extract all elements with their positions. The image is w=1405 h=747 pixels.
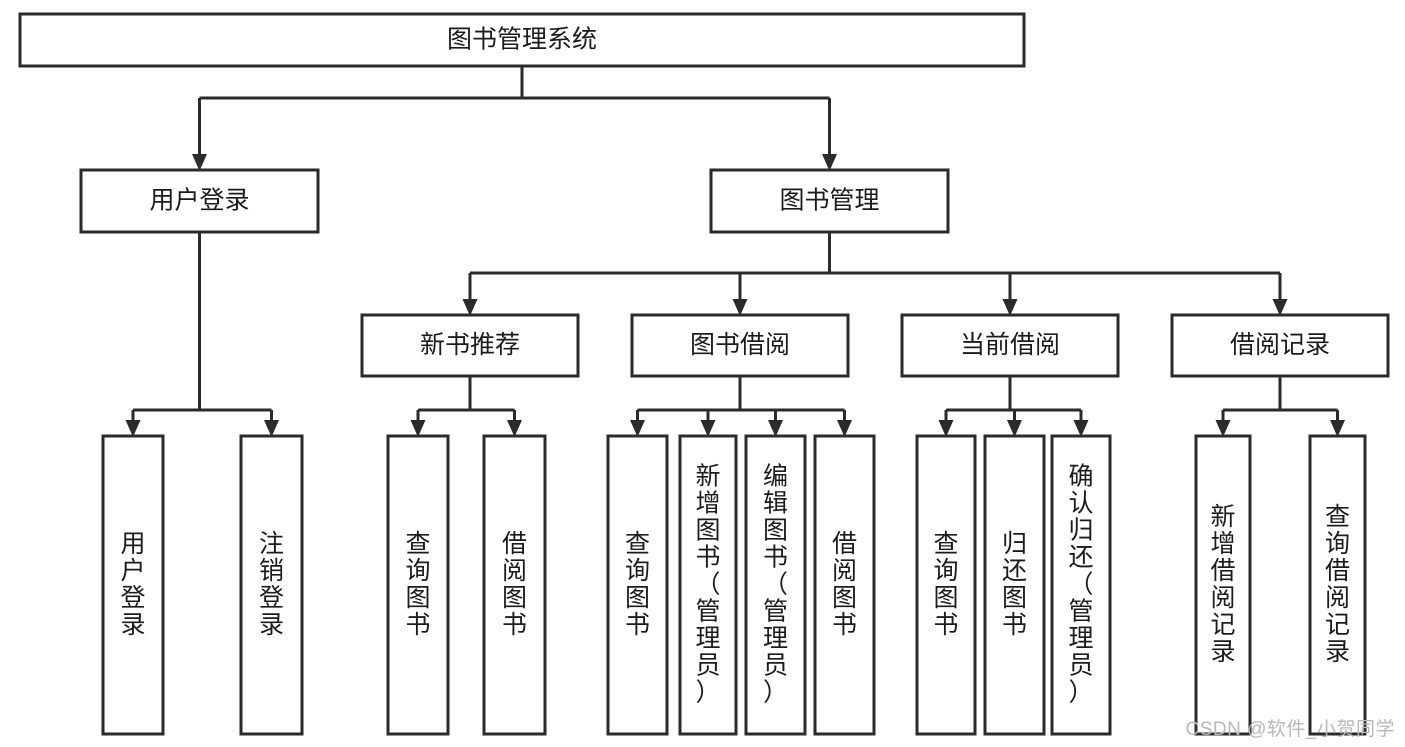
arrow-head-icon [1272,299,1288,316]
node-borrow-record-box[interactable] [1170,313,1390,378]
arrow-head-icon [732,299,748,316]
node-leaf-return-book[interactable]: 归还图书 [983,434,1046,736]
node-leaf-query-book-1-box[interactable] [386,434,450,736]
node-root[interactable]: 图书管理系统 [18,12,1026,68]
node-leaf-query-book-2[interactable]: 查询图书 [606,434,669,736]
node-leaf-add-book-label: 新增图书（管理员） [695,463,720,707]
arrow-head-icon [264,420,279,437]
arrow-head-icon [1002,299,1018,316]
node-book-manage-box[interactable] [709,168,950,234]
arrow-head-icon [1073,420,1089,437]
arrow-head-icon [768,420,783,437]
node-user-login[interactable]: 用户登录 [79,168,320,234]
node-leaf-edit-book-label: 编辑图书（管理员） [763,463,788,707]
node-leaf-query-record-box[interactable] [1308,434,1367,736]
node-leaf-user-login[interactable]: 用户登录 [101,434,165,736]
node-leaf-query-record[interactable]: 查询借阅记录 [1308,434,1367,736]
arrow-head-icon [630,420,645,437]
node-borrow-record[interactable]: 借阅记录 [1170,313,1390,378]
arrow-head-icon [192,154,207,171]
arrow-head-icon [1330,420,1345,437]
node-leaf-query-book-2-box[interactable] [606,434,669,736]
arrow-head-icon [938,420,954,437]
node-book-manage-label: 图书管理 [779,187,879,215]
node-leaf-query-book-1[interactable]: 查询图书 [386,434,450,736]
arrow-head-icon [410,420,426,437]
node-leaf-add-record-label: 新增借阅记录 [1210,503,1235,666]
node-leaf-add-record-box[interactable] [1194,434,1252,736]
arrow-head-icon [1007,420,1022,437]
arrow-head-icon [700,420,716,437]
node-current-borrow-label: 当前借阅 [960,331,1060,359]
node-leaf-borrow-book-1[interactable]: 借阅图书 [482,434,547,736]
node-layer: 图书管理系统用户登录图书管理新书推荐图书借阅当前借阅借阅记录用户登录注销登录查询… [18,12,1390,736]
node-leaf-add-record[interactable]: 新增借阅记录 [1194,434,1252,736]
node-new-book-rec[interactable]: 新书推荐 [360,313,580,378]
node-leaf-borrow-book-1-label: 借阅图书 [502,530,527,639]
node-leaf-logout-login[interactable]: 注销登录 [239,434,304,736]
node-leaf-return-book-box[interactable] [983,434,1046,736]
node-leaf-borrow-book-2[interactable]: 借阅图书 [813,434,876,736]
node-leaf-query-book-3-box[interactable] [915,434,977,736]
arrow-head-icon [837,420,852,437]
node-new-book-rec-label: 新书推荐 [420,331,520,359]
node-user-login-label: 用户登录 [149,187,249,215]
node-current-borrow-box[interactable] [900,313,1120,378]
node-current-borrow[interactable]: 当前借阅 [900,313,1120,378]
node-leaf-confirm-return-label: 确认归还（管理员） [1068,463,1093,707]
arrow-head-icon [125,420,141,437]
node-leaf-add-book-box[interactable] [678,434,738,736]
node-root-box[interactable] [18,12,1026,68]
node-leaf-query-record-label: 查询借阅记录 [1325,503,1350,666]
node-leaf-query-book-3-label: 查询图书 [933,530,958,639]
node-leaf-query-book-3[interactable]: 查询图书 [915,434,977,736]
node-leaf-edit-book-box[interactable] [744,434,807,736]
arrow-head-icon [462,299,478,316]
node-new-book-rec-box[interactable] [360,313,580,378]
node-book-borrow[interactable]: 图书借阅 [630,313,850,378]
node-leaf-add-book[interactable]: 新增图书（管理员） [678,434,738,736]
arrow-head-icon [507,420,522,437]
node-book-manage[interactable]: 图书管理 [709,168,950,234]
node-leaf-borrow-book-1-box[interactable] [482,434,547,736]
node-leaf-return-book-label: 归还图书 [1002,530,1027,639]
node-leaf-confirm-return[interactable]: 确认归还（管理员） [1050,434,1112,736]
node-user-login-box[interactable] [79,168,320,234]
node-book-borrow-box[interactable] [630,313,850,378]
connector-layer [125,66,1345,437]
node-leaf-user-login-label: 用户登录 [120,530,145,639]
arrow-head-icon [822,154,837,171]
node-leaf-query-book-1-label: 查询图书 [405,530,430,639]
node-leaf-logout-login-box[interactable] [239,434,304,736]
node-leaf-edit-book[interactable]: 编辑图书（管理员） [744,434,807,736]
node-book-borrow-label: 图书借阅 [690,331,790,359]
arrow-head-icon [1215,420,1231,437]
node-leaf-query-book-2-label: 查询图书 [625,530,650,639]
node-leaf-confirm-return-box[interactable] [1050,434,1112,736]
node-borrow-record-label: 借阅记录 [1230,331,1330,359]
node-leaf-borrow-book-2-label: 借阅图书 [832,530,857,639]
node-leaf-borrow-book-2-box[interactable] [813,434,876,736]
node-root-label: 图书管理系统 [447,26,597,54]
node-leaf-logout-login-label: 注销登录 [259,530,284,639]
node-leaf-user-login-box[interactable] [101,434,165,736]
